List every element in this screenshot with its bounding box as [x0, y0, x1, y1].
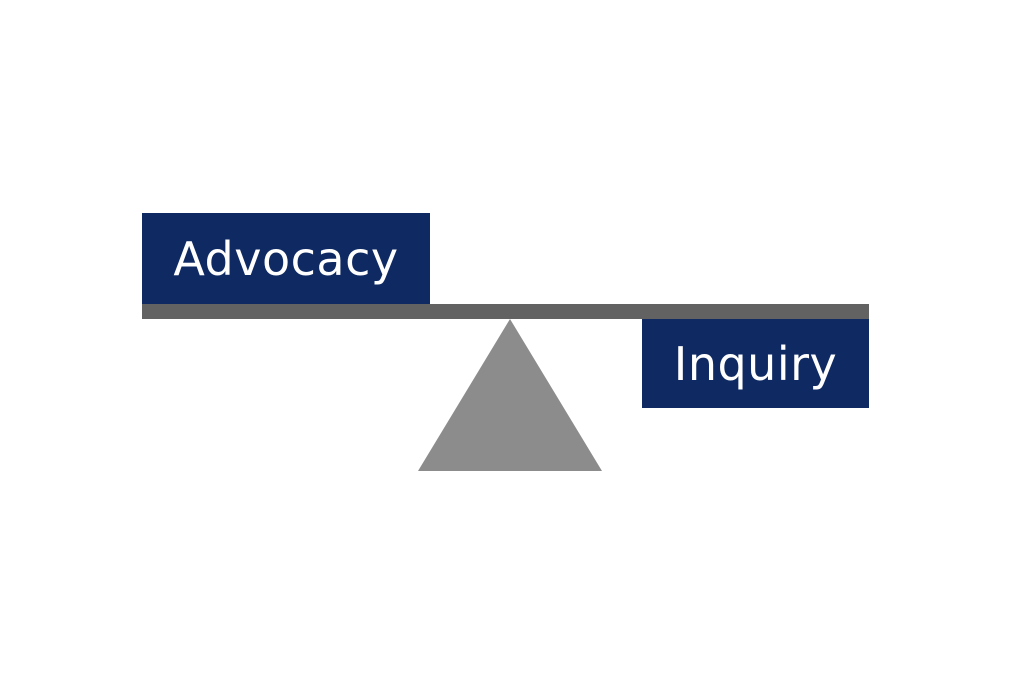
- inquiry-box: Inquiry: [642, 319, 869, 408]
- seesaw-beam: [142, 304, 869, 319]
- advocacy-label: Advocacy: [173, 231, 399, 286]
- inquiry-label: Inquiry: [673, 336, 838, 391]
- triangle-fulcrum-icon: [418, 319, 602, 471]
- fulcrum-shape: [418, 319, 602, 471]
- advocacy-box: Advocacy: [142, 213, 430, 304]
